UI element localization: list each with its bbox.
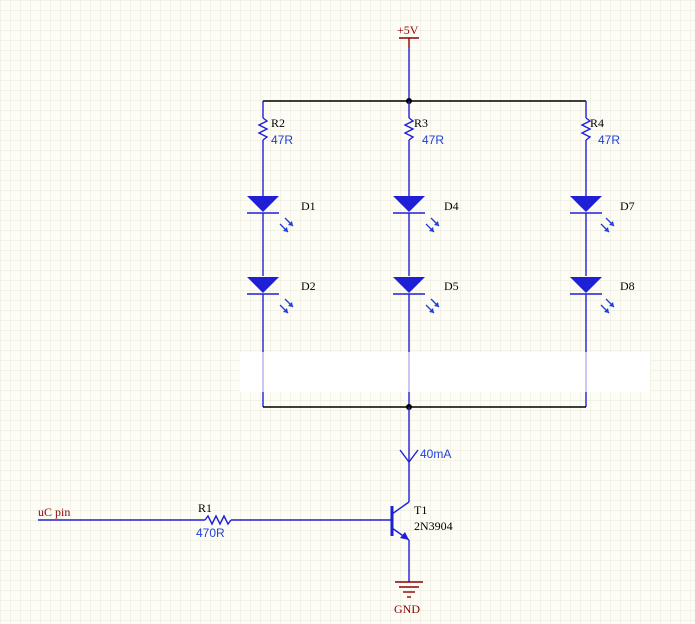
resistor-r1: [204, 514, 232, 526]
d2-ref: D2: [301, 279, 316, 293]
led-d1: [247, 196, 279, 212]
collector-wire: 40mA: [399, 407, 451, 502]
current-label: 40mA: [420, 447, 451, 461]
led-d2: [247, 277, 279, 293]
d7-ref: D7: [620, 199, 635, 213]
vcc-power-port: +5V: [397, 23, 419, 101]
current-arrow: [399, 449, 419, 464]
r1-ref: R1: [198, 501, 212, 515]
resistor-r3: [403, 117, 415, 141]
led-d4: [393, 196, 425, 212]
t1-part: 2N3904: [414, 519, 453, 533]
d5-ref: D5: [444, 279, 459, 293]
ground-symbol: GND: [394, 581, 423, 616]
led-d8: [570, 277, 602, 293]
r1-value: 470R: [196, 526, 225, 540]
r4-ref: R4: [590, 116, 604, 130]
d4-ref: D4: [444, 199, 459, 213]
r3-ref: R3: [414, 116, 428, 130]
branch-2: R3 47R D4 D5: [393, 101, 459, 407]
r2-value: 47R: [271, 133, 293, 147]
d1-ref: D1: [301, 199, 316, 213]
vcc-label: +5V: [397, 23, 419, 37]
input-label: uC pin: [38, 505, 70, 519]
input-line: uC pin R1 470R: [38, 501, 392, 540]
led-d7: [570, 196, 602, 212]
gnd-label: GND: [394, 602, 420, 616]
erased-band: [240, 352, 650, 392]
resistor-r2: [257, 117, 269, 141]
r4-value: 47R: [598, 133, 620, 147]
d8-ref: D8: [620, 279, 635, 293]
r2-ref: R2: [271, 116, 285, 130]
led-d5: [393, 277, 425, 293]
resistor-r4: [580, 117, 592, 141]
branch-1: R2 47R D1 D2: [247, 101, 316, 407]
transistor-t1: T1 2N3904: [390, 501, 453, 582]
t1-ref: T1: [414, 503, 427, 517]
r3-value: 47R: [422, 133, 444, 147]
